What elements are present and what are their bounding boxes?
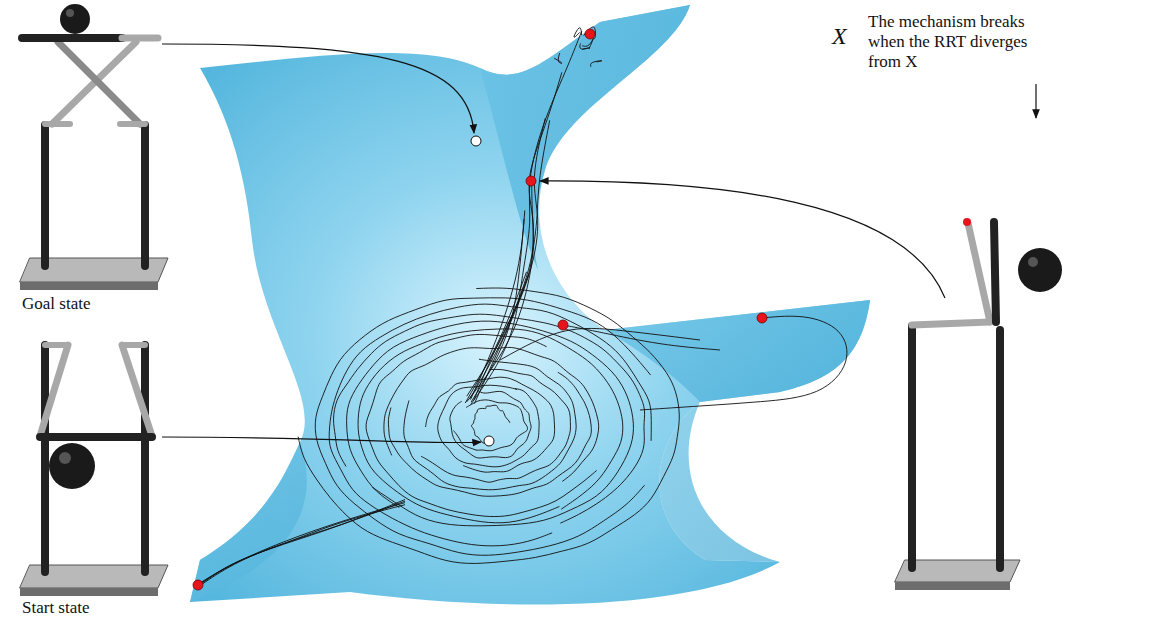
red-dot [585, 29, 595, 39]
bar [994, 222, 996, 322]
rrt-branch [471, 31, 582, 404]
post [141, 345, 149, 572]
rrt-branch [315, 298, 650, 556]
rrt-branch [404, 359, 576, 490]
red-dot [757, 313, 767, 323]
leader-arrow [162, 437, 481, 443]
rrt-branch [582, 39, 593, 50]
rrt-branch [198, 503, 405, 585]
rrt-branch [580, 43, 590, 49]
base-side [20, 588, 158, 596]
top-bar [22, 34, 122, 42]
rrt-tree [197, 27, 847, 588]
red-dot [963, 218, 971, 226]
ball [1018, 248, 1062, 292]
post [908, 326, 916, 568]
post [996, 330, 1004, 568]
rrt-branch [584, 27, 596, 39]
red-dot [193, 580, 203, 590]
ball [49, 443, 95, 489]
manifold-symbol: X [832, 22, 872, 51]
goal-mechanism [20, 4, 168, 290]
link [120, 121, 145, 127]
rrt-branch [421, 369, 570, 482]
rrt-branch [298, 288, 679, 563]
state-caption: Start state [22, 598, 152, 618]
ball-shine [1028, 257, 1038, 267]
link [40, 345, 68, 436]
link [45, 121, 70, 127]
post [41, 345, 49, 572]
rrt-branch [465, 272, 526, 403]
link [968, 223, 990, 322]
red-dot [526, 176, 536, 186]
rrt-branch [426, 377, 555, 472]
rrt-branch [199, 505, 405, 585]
surface-fold [605, 300, 870, 402]
bar [40, 433, 152, 441]
link [122, 345, 152, 436]
rrt-branch [640, 316, 847, 410]
rrt-branch [554, 53, 562, 63]
rrt-branch [347, 321, 634, 526]
surface-fold [659, 402, 780, 562]
rrt-branch [334, 314, 645, 523]
rrt-branch [366, 334, 597, 516]
rrt-branch [591, 61, 602, 67]
leader-arrows [162, 44, 1036, 443]
rrt-branch [471, 219, 524, 402]
white-dot [471, 136, 481, 146]
white-dot [484, 436, 494, 446]
link [58, 42, 140, 124]
base-side [20, 282, 158, 290]
ball-shine [59, 452, 71, 464]
post [141, 125, 149, 266]
ball [60, 4, 90, 34]
start-mechanism [20, 345, 168, 596]
post [41, 125, 49, 266]
rrt-branch [197, 501, 405, 588]
callout-note: The mechanism breaks when the RRT diverg… [868, 12, 1048, 72]
state-dots [193, 29, 767, 590]
ball-shine [66, 9, 74, 17]
rrt-branch [500, 328, 700, 360]
link [912, 322, 990, 325]
rrt-branch [474, 118, 545, 403]
red-dot [558, 320, 568, 330]
leader-arrow [162, 44, 474, 133]
rrt-branch [450, 391, 531, 458]
state-caption: Goal state [22, 294, 152, 314]
rrt-branch [453, 400, 527, 451]
rrt-branch [467, 120, 550, 396]
surface-fold [480, 5, 690, 270]
rrt-branch [574, 28, 582, 37]
broken-mechanism [895, 218, 1062, 590]
manifold-surface [190, 5, 870, 604]
rrt-branch [438, 385, 539, 467]
leader-arrow [1035, 84, 1036, 118]
rrt-branch [329, 304, 651, 546]
leader-arrow [540, 181, 945, 298]
base-side [895, 582, 1010, 590]
top-bar [122, 35, 158, 42]
surface-sheet [190, 5, 870, 604]
rrt-branch [388, 372, 591, 496]
